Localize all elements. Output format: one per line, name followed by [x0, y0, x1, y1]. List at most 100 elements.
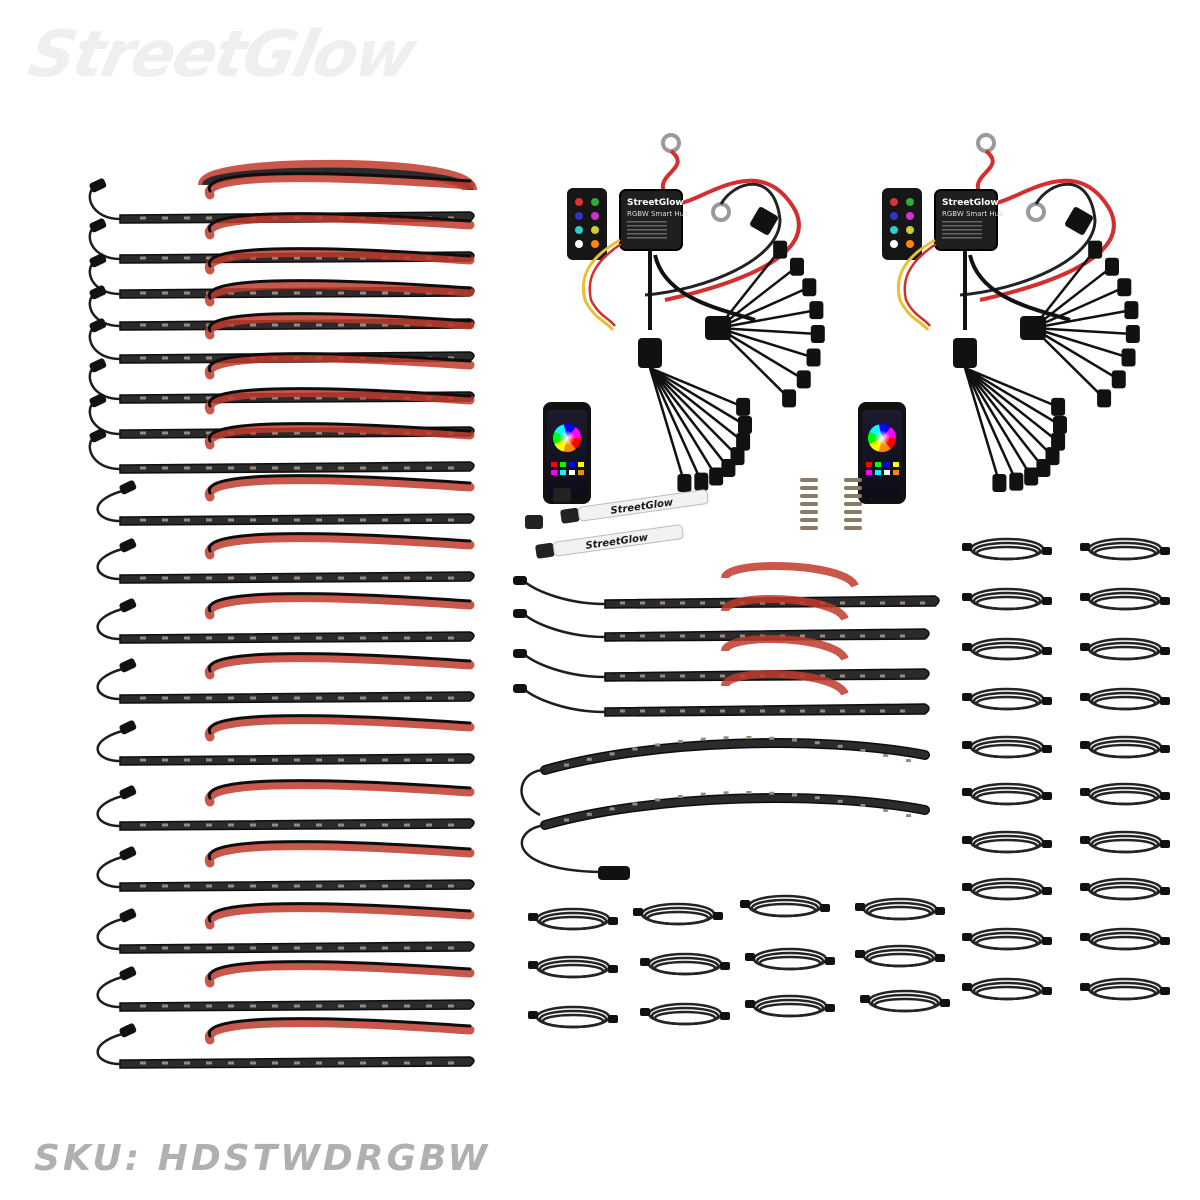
led-chip: [820, 674, 825, 678]
led-chip: [250, 884, 256, 888]
led-chip: [740, 634, 745, 638]
led-chip: [382, 1004, 388, 1008]
led-chip: [360, 758, 366, 762]
connector-plug: [1160, 647, 1170, 655]
led-chip: [250, 576, 256, 580]
led-chip: [206, 576, 212, 580]
led-chip: [448, 466, 454, 470]
led-chip: [880, 634, 885, 638]
led-chip: [184, 323, 190, 327]
led-chip: [184, 758, 190, 762]
connector-plug: [1111, 370, 1126, 389]
led-chip: [920, 601, 925, 605]
cable-coil-icon: [962, 782, 1052, 806]
led-chip: [250, 291, 256, 295]
connector-plug: [1160, 987, 1170, 995]
led-chip: [140, 758, 146, 762]
led-chip: [338, 636, 344, 640]
led-chip: [900, 601, 905, 605]
led-chip: [250, 946, 256, 950]
cable-coil-icon: [962, 637, 1052, 661]
led-chip: [140, 431, 146, 435]
strip-cable: [520, 823, 601, 874]
led-chip: [272, 823, 278, 827]
connector-plug: [713, 912, 723, 920]
led-chip: [184, 256, 190, 260]
connector-plug: [89, 253, 107, 268]
led-chip: [360, 884, 366, 888]
led-chip: [294, 1004, 300, 1008]
led-chip: [720, 601, 725, 605]
led-chip: [426, 758, 432, 762]
led-chip: [448, 216, 454, 220]
led-chip: [162, 758, 168, 762]
led-chip: [316, 466, 322, 470]
led-chip: [184, 431, 190, 435]
led-chip: [272, 323, 278, 327]
led-chip: [448, 823, 454, 827]
led-chip: [294, 323, 300, 327]
led-chip: [140, 1061, 146, 1065]
cable-coil-icon: [745, 947, 835, 971]
led-chip: [404, 758, 410, 762]
screw-icon: [844, 478, 862, 482]
connector-plug: [1080, 741, 1090, 749]
led-chip: [140, 216, 146, 220]
led-chip: [338, 518, 344, 522]
led-chip: [316, 576, 322, 580]
led-chip: [184, 396, 190, 400]
led-chip: [294, 466, 300, 470]
connector-plug: [119, 846, 137, 861]
led-chip: [814, 796, 820, 800]
connector-plug: [608, 1015, 618, 1023]
led-chip: [640, 709, 645, 713]
led-chip: [860, 674, 865, 678]
led-chip: [140, 1004, 146, 1008]
connector-plug: [1053, 415, 1067, 434]
led-chip: [780, 709, 785, 713]
led-chip: [294, 823, 300, 827]
led-chip: [294, 1061, 300, 1065]
led-chip: [660, 709, 665, 713]
connector-plug: [694, 472, 709, 491]
led-chip: [700, 634, 705, 638]
led-chip: [184, 636, 190, 640]
hub-logo: StreetGlow: [627, 198, 684, 208]
led-chip: [228, 1004, 234, 1008]
cable-coil-icon: [1080, 637, 1170, 661]
led-chip: [228, 758, 234, 762]
led-chip: [140, 946, 146, 950]
connector-plug: [1042, 547, 1052, 555]
led-chip: [720, 709, 725, 713]
connector-plug: [1042, 937, 1052, 945]
led-chip: [382, 518, 388, 522]
connector-plug: [1042, 647, 1052, 655]
led-chip: [162, 356, 168, 360]
led-chip: [906, 759, 911, 763]
led-chip: [360, 291, 366, 295]
pen-cap: [560, 507, 580, 524]
led-strip: [96, 779, 475, 831]
led-strip: [96, 652, 475, 704]
cable-coil-icon: [962, 877, 1052, 901]
screw-icon: [844, 526, 862, 530]
led-chip: [820, 634, 825, 638]
cable-coil-icon: [640, 1002, 730, 1026]
led-chip: [316, 256, 322, 260]
connector-plug: [1080, 693, 1090, 701]
led-chip: [184, 356, 190, 360]
led-chip: [382, 884, 388, 888]
led-chip: [140, 518, 146, 522]
led-chip: [184, 946, 190, 950]
led-chip: [640, 674, 645, 678]
screw-icon: [844, 502, 862, 506]
led-chip: [700, 709, 705, 713]
connector-plug: [709, 467, 724, 486]
led-chip: [660, 674, 665, 678]
led-chip: [404, 518, 410, 522]
led-chip: [609, 752, 615, 756]
led-chip: [382, 636, 388, 640]
led-chip: [272, 396, 278, 400]
connector-plug: [1104, 257, 1119, 276]
